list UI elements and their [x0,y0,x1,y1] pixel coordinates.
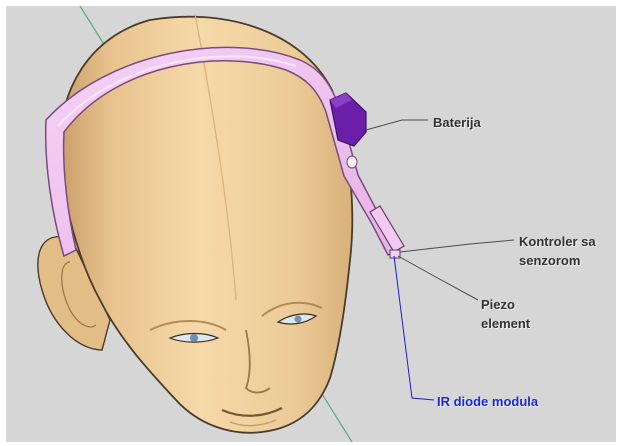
label-controller: Kontroler sa senzorom [519,232,596,270]
label-ir-diode-text: IR diode modula [437,392,538,411]
label-ir-diode: IR diode modula [437,392,538,411]
label-piezo-line2: element [481,314,530,333]
label-battery-text: Baterija [433,113,481,132]
label-piezo: Piezo element [481,295,530,333]
label-controller-line2: senzorom [519,251,596,270]
label-piezo-line1: Piezo [481,295,530,314]
connector [347,156,357,168]
label-battery: Baterija [433,113,481,132]
label-controller-line1: Kontroler sa [519,232,596,251]
